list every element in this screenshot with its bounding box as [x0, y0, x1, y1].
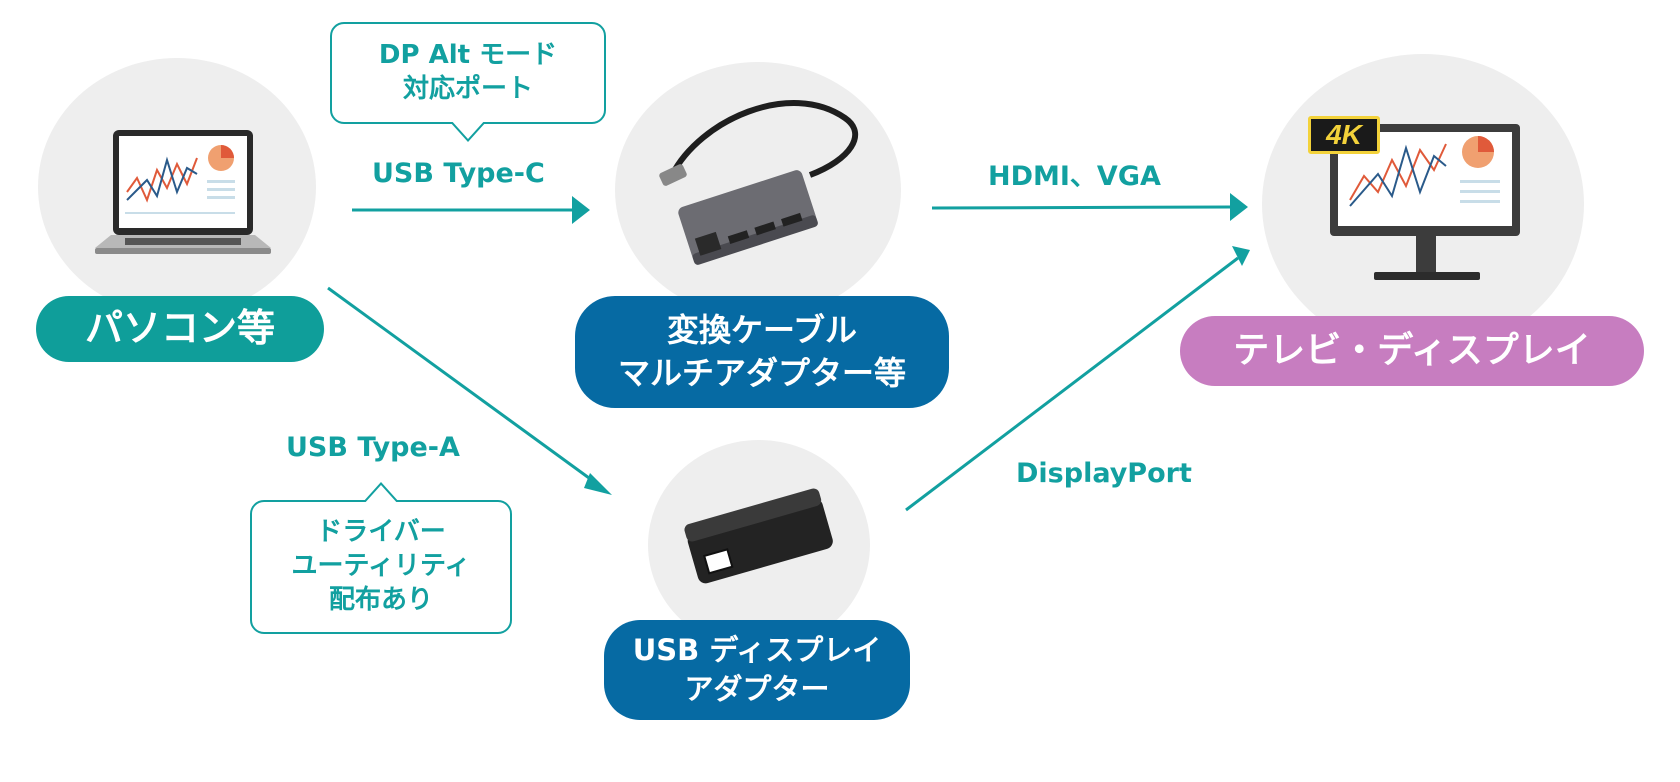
arrowhead-pc-to-usb-display — [584, 473, 612, 495]
arrow-adapter-to-display — [931, 205, 1233, 210]
usb-display-pill: USB ディスプレイ アダプター — [604, 620, 910, 720]
dp-alt-callout: DP Alt モード 対応ポート — [330, 22, 606, 142]
4k-badge: 4K — [1308, 116, 1380, 154]
driver-callout-text: ドライバー ユーティリティ 配布あり — [291, 517, 471, 615]
usb-c-label: USB Type-C — [372, 158, 545, 189]
display-label: テレビ・ディスプレイ — [1233, 329, 1591, 371]
hdmi-vga-label: HDMI、VGA — [988, 161, 1161, 192]
pc-label: パソコン等 — [84, 306, 275, 351]
usb-a-label: USB Type-A — [286, 432, 460, 463]
adapter-pill: 変換ケーブル マルチアダプター等 — [575, 296, 949, 408]
adapter-label: 変換ケーブル マルチアダプター等 — [617, 310, 906, 392]
display-pill: テレビ・ディスプレイ — [1180, 316, 1644, 386]
4k-badge-label: 4K — [1326, 119, 1362, 150]
displayport-label: DisplayPort — [1016, 458, 1192, 489]
arrowhead-pc-to-adapter — [572, 196, 590, 224]
dp-alt-callout-text: DP Alt モード 対応ポート — [378, 40, 558, 104]
driver-callout: ドライバー ユーティリティ 配布あり — [250, 482, 512, 634]
arrowhead-usb-display-to-display — [1232, 246, 1250, 266]
usb-display-label: USB ディスプレイ アダプター — [632, 632, 882, 706]
pc-pill: パソコン等 — [36, 296, 324, 362]
arrow-pc-to-usb-display — [327, 286, 601, 488]
arrow-usb-display-to-display — [905, 256, 1239, 512]
arrowhead-adapter-to-display — [1230, 193, 1248, 221]
